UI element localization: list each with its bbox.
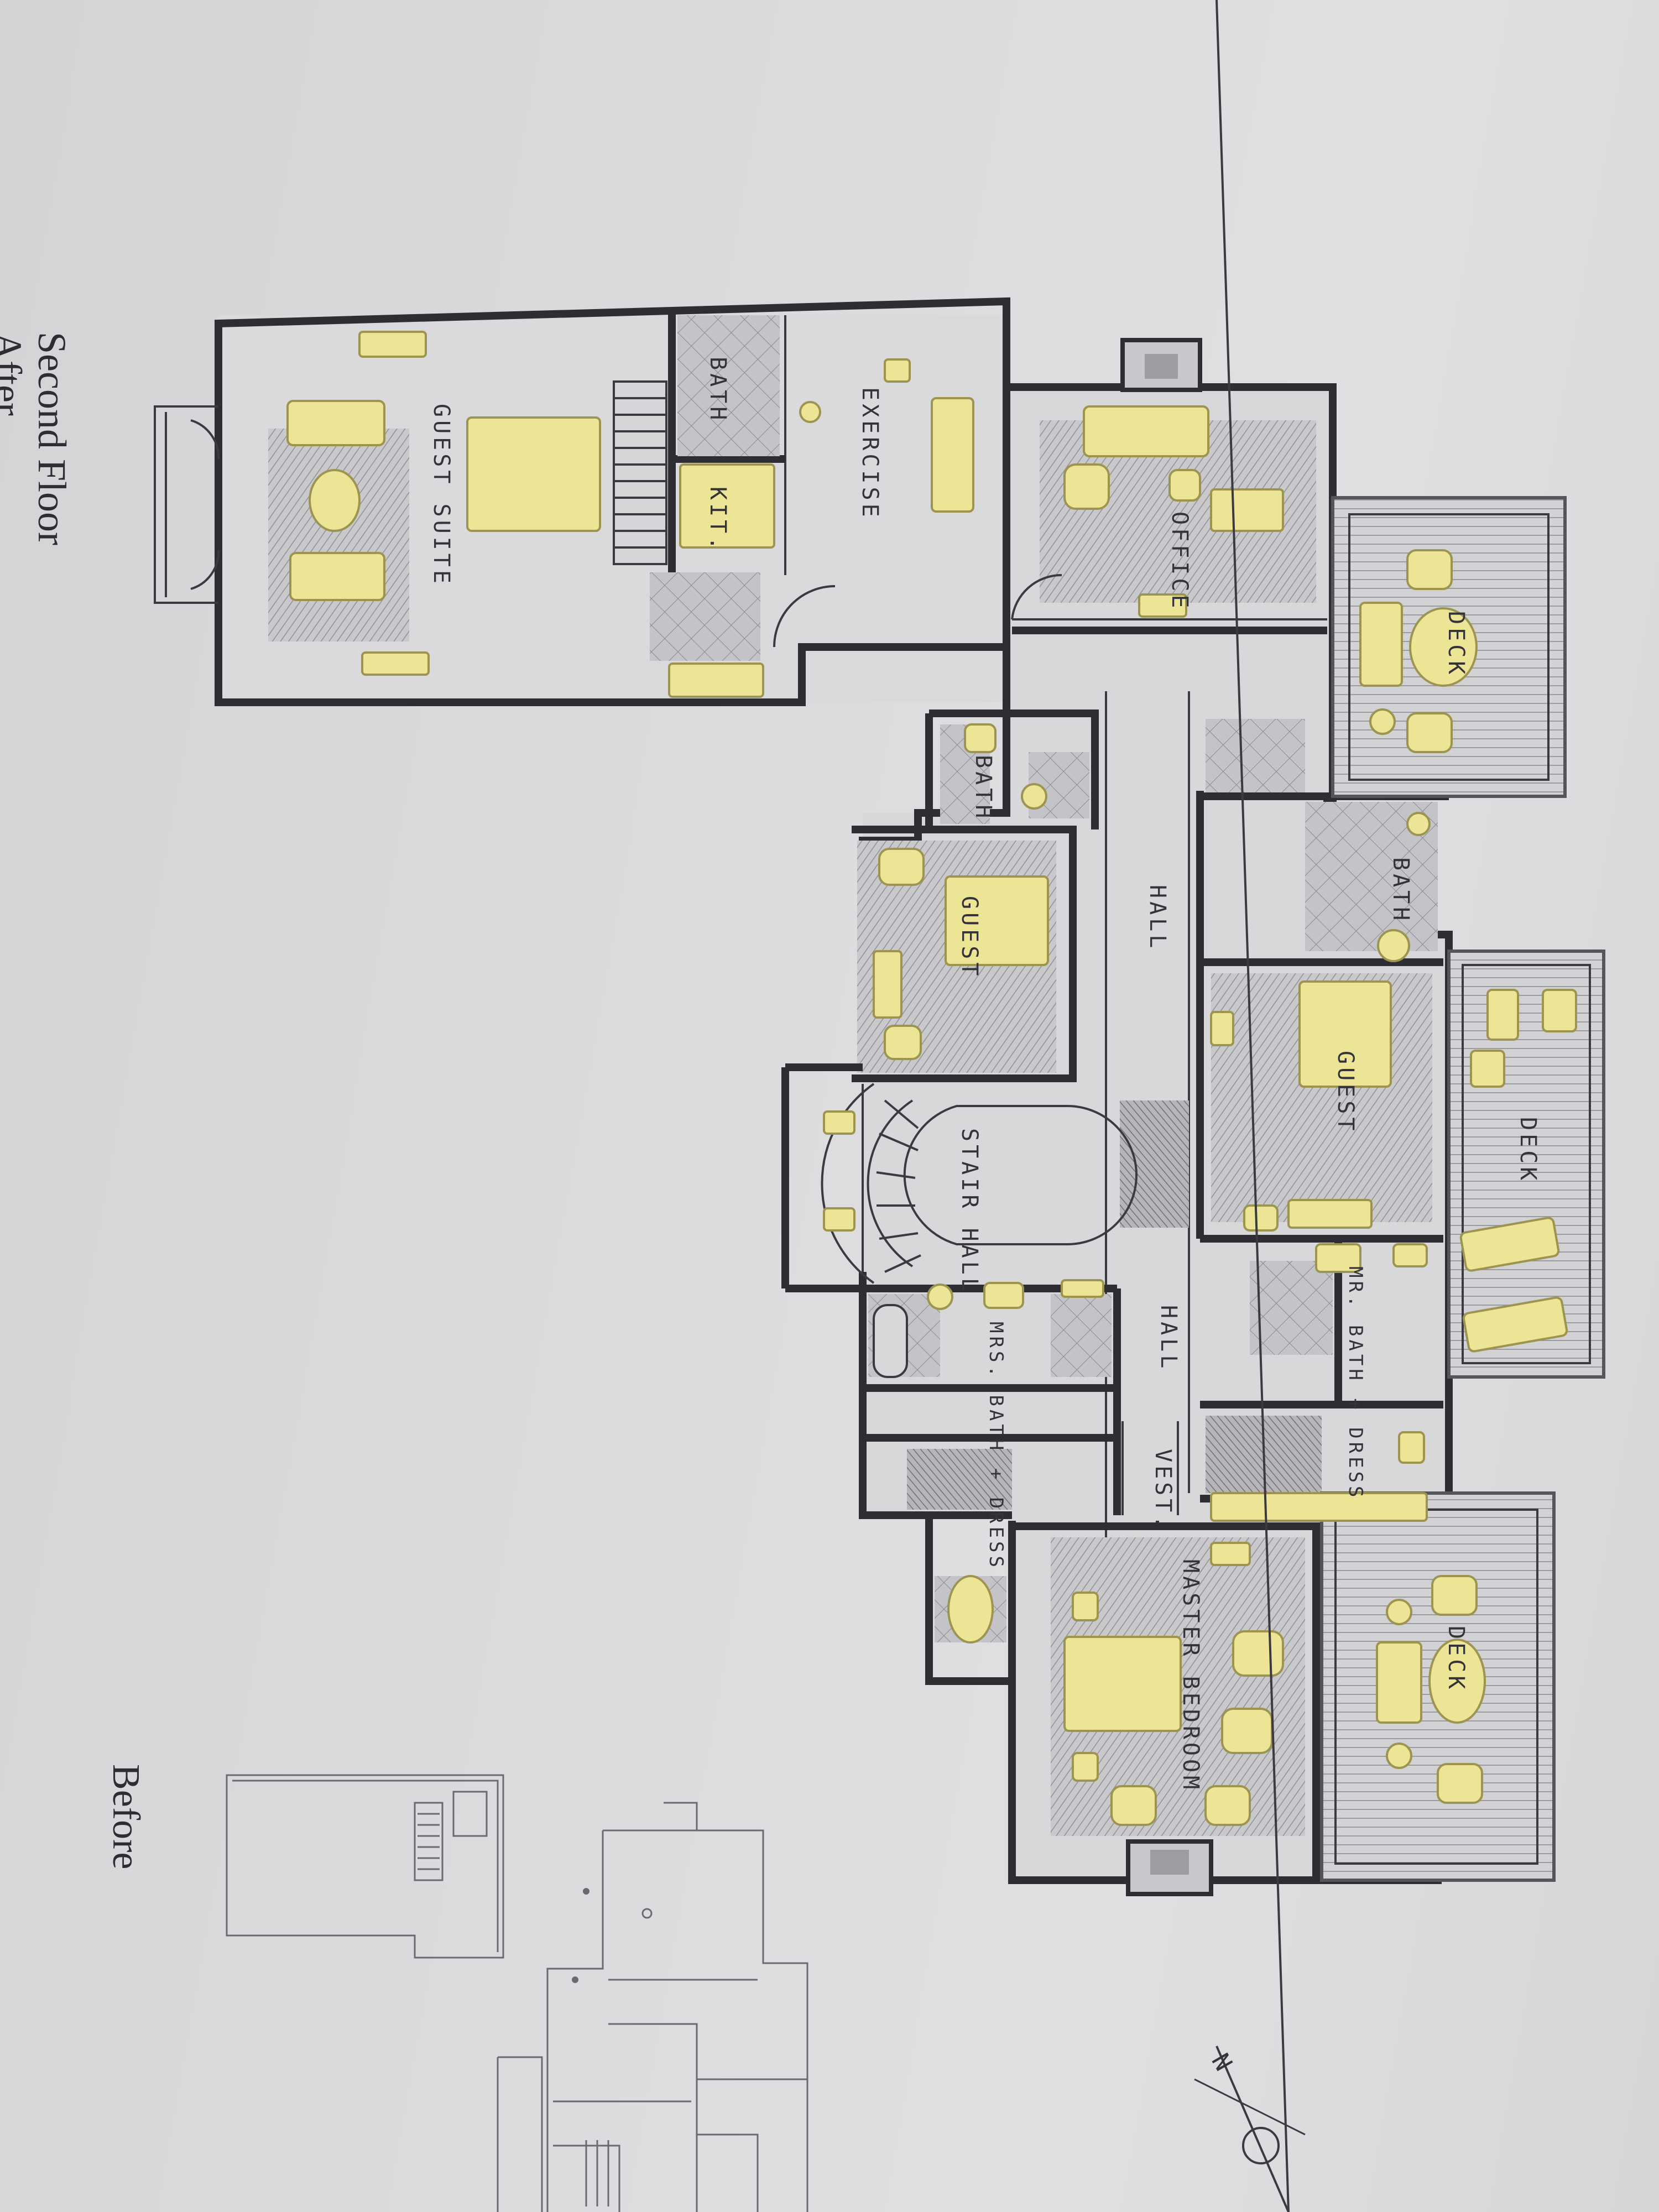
caption-before: Before xyxy=(105,1764,147,1869)
before-plan-thumbnail xyxy=(226,1774,808,2212)
label-mrs-bath-dress: MRS. BATH + DRESS xyxy=(985,1322,1007,1571)
caption-title: Second Floor xyxy=(30,332,74,545)
label-guest-right: GUEST xyxy=(1333,1051,1358,1134)
label-hall-lower: HALL xyxy=(1156,1305,1181,1371)
upper-wing xyxy=(154,297,1010,706)
north-label: N xyxy=(1206,2049,1237,2075)
guest-stair xyxy=(613,380,667,565)
label-hall-upper: HALL xyxy=(1145,885,1170,951)
label-bath-guest-left: BATH xyxy=(971,755,996,821)
caption-after: After xyxy=(0,332,30,416)
label-mr-bath-dress: MR. BATH + DRESS xyxy=(1344,1266,1366,1501)
room-labels: GUEST SUITE BATH KIT. EXERCISE OFFICE DE… xyxy=(429,357,1541,1792)
label-kit: KIT. xyxy=(705,487,731,553)
label-guest-suite: GUEST SUITE xyxy=(429,404,454,587)
label-exercise: EXERCISE xyxy=(857,387,883,520)
label-bath-guest-right: BATH xyxy=(1388,857,1413,924)
furniture-overlays xyxy=(823,405,1577,1826)
label-guest-left: GUEST xyxy=(957,896,982,979)
label-stair-hall: STAIR HALL xyxy=(957,1128,982,1295)
captions: Second Floor After Before xyxy=(0,332,147,1869)
label-office: OFFICE xyxy=(1167,512,1192,612)
label-deck-office: DECK xyxy=(1443,611,1469,677)
label-deck-guest: DECK xyxy=(1515,1117,1541,1183)
label-vest: VEST. xyxy=(1150,1449,1176,1532)
label-deck-master: DECK xyxy=(1443,1626,1469,1692)
label-bath-upper: BATH xyxy=(705,357,731,423)
label-master-bedroom: MASTER BEDROOM xyxy=(1178,1559,1203,1792)
stair-hall-stair xyxy=(781,1063,1138,1292)
